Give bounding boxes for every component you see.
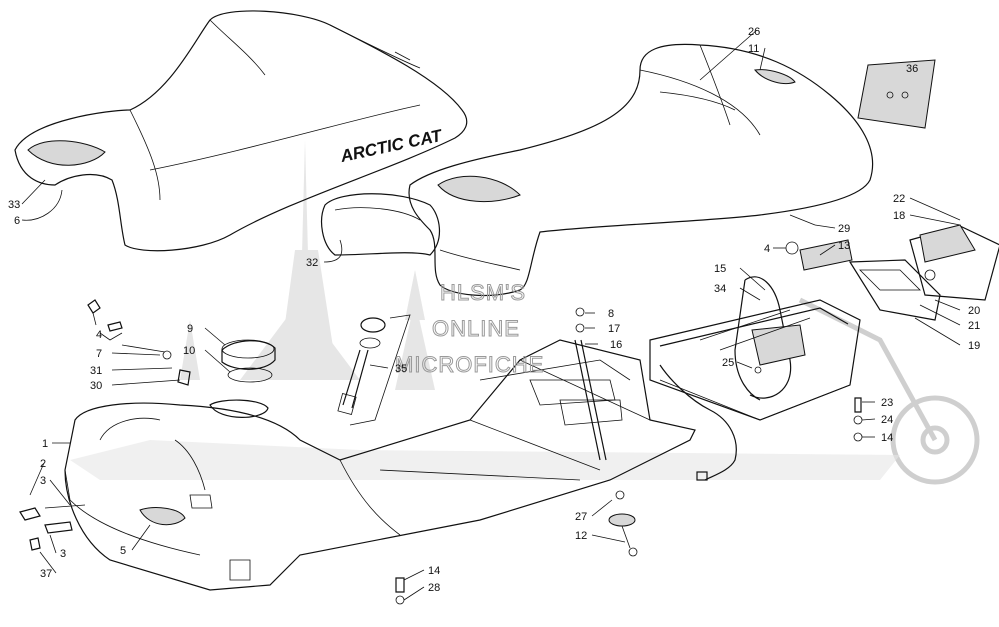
- callout-27: 27: [575, 511, 587, 523]
- callout-29: 29: [838, 223, 850, 235]
- watermark-text: HLSM'S ONLINE MICROFICHE: [395, 280, 544, 378]
- callout-36: 36: [906, 63, 918, 75]
- callout-37: 37: [40, 568, 52, 580]
- callout-11: 11: [748, 43, 759, 55]
- center-fasteners: [395, 214, 863, 605]
- callout-33: 33: [8, 199, 20, 211]
- callout-21: 21: [968, 320, 980, 332]
- pad-36: [857, 59, 936, 129]
- callout-28: 28: [428, 582, 440, 594]
- callout-20: 20: [968, 305, 980, 317]
- callout-17: 17: [608, 323, 620, 335]
- callout-24: 24: [881, 414, 893, 426]
- gas-cap: [221, 339, 276, 383]
- callout-34: 34: [714, 283, 726, 295]
- callout-35: 35: [395, 363, 407, 375]
- brand-label: ARCTIC CAT: [338, 126, 445, 166]
- callout-labels: 1 2 3 3 4 4 5 6 7 8 9 10 11 12 13 14 14 …: [8, 26, 980, 594]
- watermark-line-1: HLSM'S: [440, 280, 526, 305]
- fuel-sender: [337, 314, 411, 426]
- callout-19: 19: [968, 340, 980, 352]
- callout-12: 12: [575, 530, 587, 542]
- fuel-tank-and-tray: [64, 339, 696, 591]
- callout-9: 9: [187, 323, 193, 335]
- left-fasteners: [19, 299, 191, 551]
- watermark-line-3: MICROFICHE: [395, 352, 544, 377]
- callout-1: 1: [42, 438, 48, 450]
- watermark-graphic: [70, 140, 980, 485]
- callout-23: 23: [881, 397, 893, 409]
- callout-3a: 3: [40, 475, 46, 487]
- leader-lines: [21, 29, 961, 601]
- callout-7: 7: [96, 348, 102, 360]
- callout-3b: 3: [60, 548, 66, 560]
- taillight-assembly: [848, 224, 999, 321]
- callout-32: 32: [306, 257, 318, 269]
- callout-4a: 4: [96, 329, 102, 341]
- seat-assembly-left: [14, 10, 468, 252]
- callout-26: 26: [748, 26, 760, 38]
- callout-30: 30: [90, 380, 102, 392]
- callout-15: 15: [714, 263, 726, 275]
- callout-13: 13: [838, 240, 850, 252]
- callout-31: 31: [90, 365, 102, 377]
- callout-25: 25: [722, 357, 734, 369]
- callout-4b: 4: [764, 243, 770, 255]
- callout-10: 10: [183, 345, 195, 357]
- callout-18: 18: [893, 210, 905, 222]
- callout-6: 6: [14, 215, 20, 227]
- seat-assembly-right: [321, 43, 874, 297]
- callout-22: 22: [893, 193, 905, 205]
- rear-rack: [649, 276, 861, 481]
- callout-16: 16: [610, 339, 622, 351]
- callout-8: 8: [608, 308, 614, 320]
- callout-2: 2: [40, 458, 46, 470]
- callout-5: 5: [120, 545, 126, 557]
- callout-14a: 14: [428, 565, 440, 577]
- watermark-line-2: ONLINE: [432, 316, 520, 341]
- callout-14b: 14: [881, 432, 893, 444]
